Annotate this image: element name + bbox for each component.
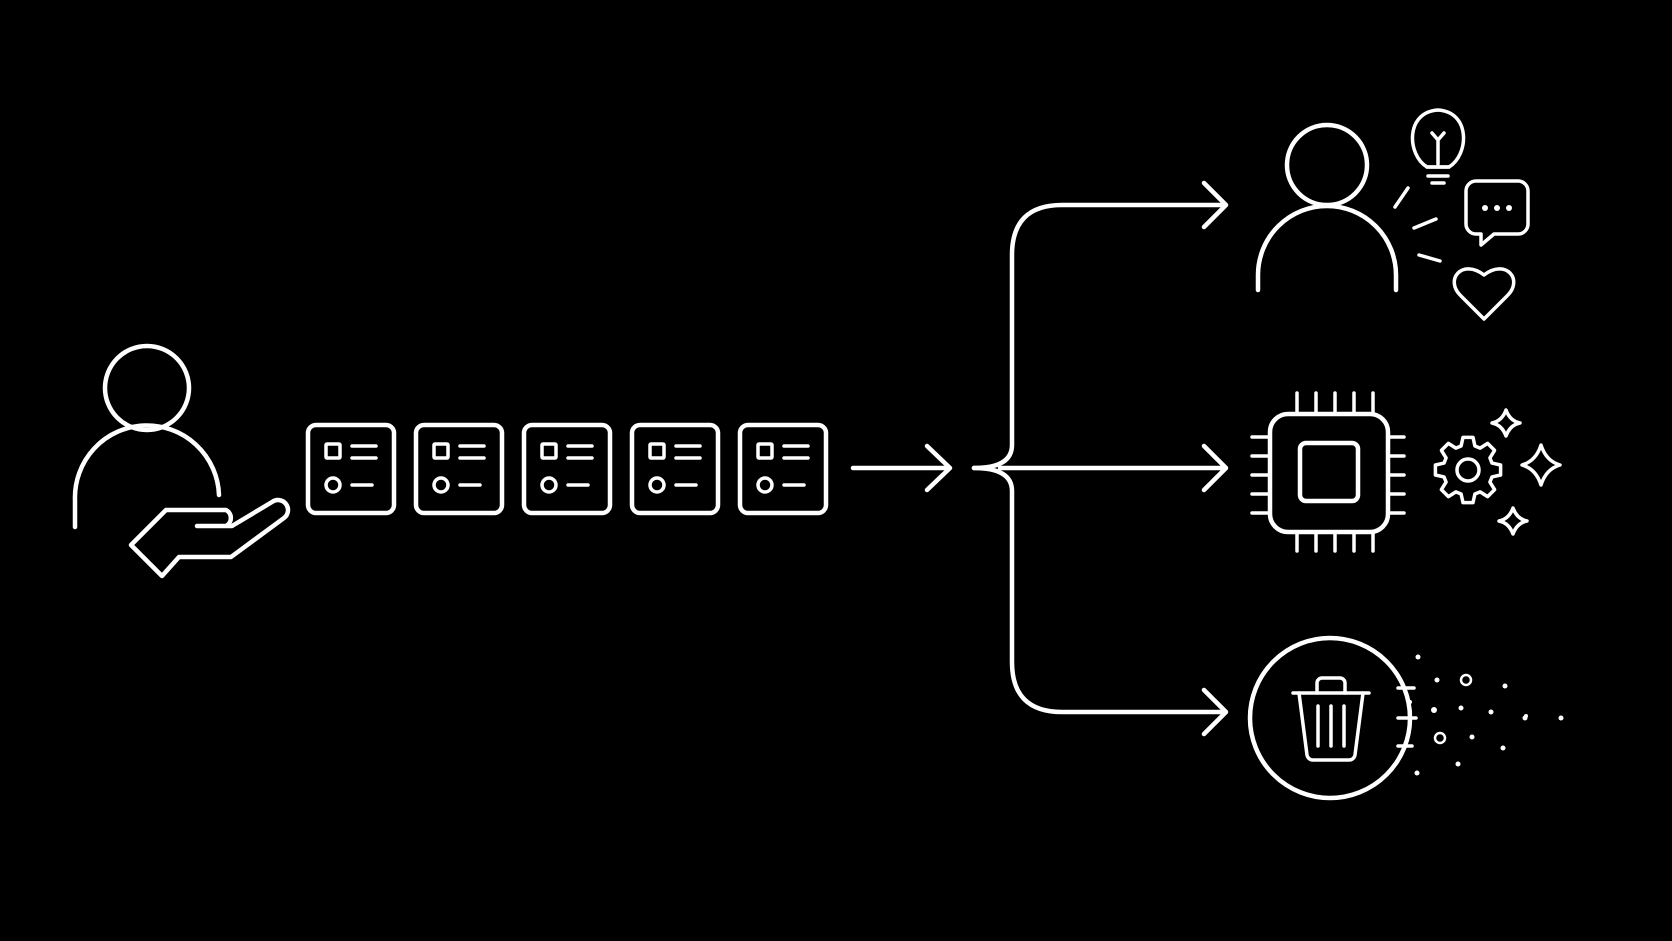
- processor-chip-icon: [1250, 391, 1406, 553]
- open-hand-icon: [128, 497, 291, 579]
- lightbulb-icon: [1410, 108, 1466, 185]
- branch-arrow-bottom: [1201, 687, 1229, 737]
- heart-icon: [1452, 267, 1516, 321]
- giving-person-icon: [72, 343, 291, 579]
- trash-disposal-icon: [1247, 635, 1418, 801]
- data-card-icon: [629, 422, 721, 516]
- dissolving-particles: [1408, 654, 1564, 776]
- branch-arrow-top: [1201, 180, 1229, 230]
- flow-arrow: [850, 443, 953, 493]
- gear-icon: [1433, 435, 1503, 505]
- emphasis-lines: [1393, 186, 1442, 263]
- sparkle-icon: [1490, 408, 1562, 536]
- branch-connector: [971, 202, 1228, 715]
- recipient-person-icon: [1255, 122, 1399, 293]
- branch-arrow-middle: [1201, 443, 1229, 493]
- data-card-icon: [521, 422, 613, 516]
- chat-bubble-icon: [1464, 179, 1530, 247]
- data-card-icon: [413, 422, 505, 516]
- data-cards-row: [305, 422, 829, 516]
- data-card-icon: [305, 422, 397, 516]
- data-card-icon: [737, 422, 829, 516]
